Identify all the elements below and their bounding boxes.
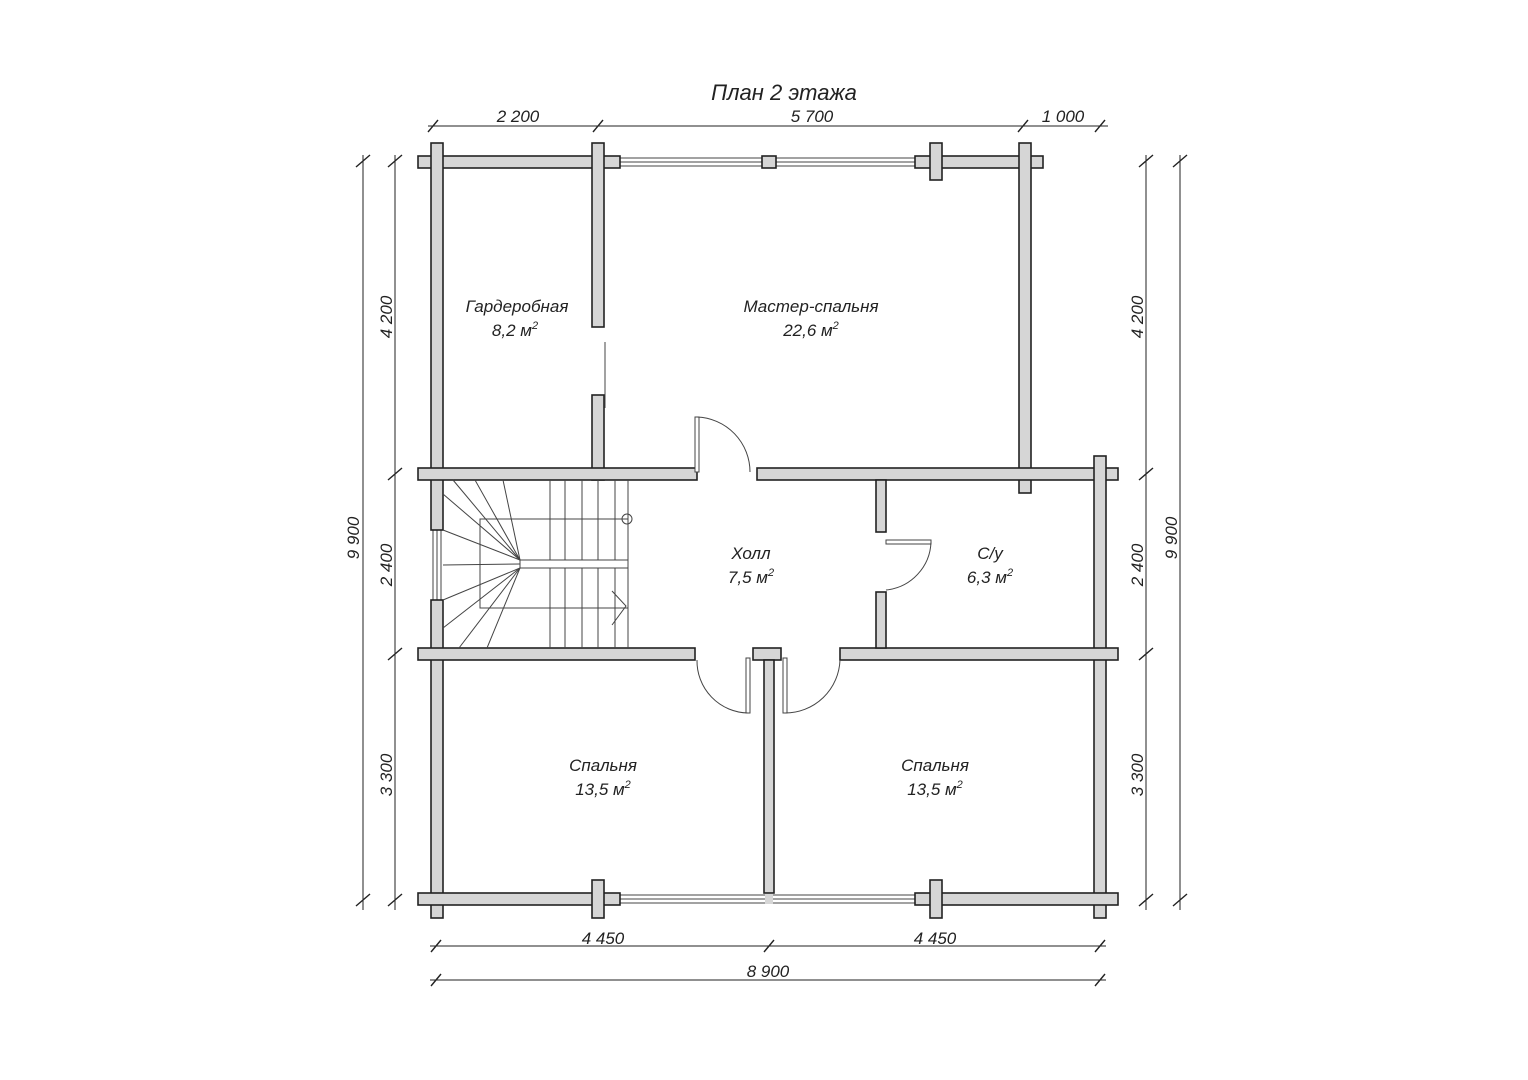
- room-label-wardrobe: Гардеробная 8,2 м2: [466, 297, 569, 340]
- dim-right-1: 4 200: [1128, 295, 1147, 338]
- room-name: Спальня: [569, 756, 637, 775]
- svg-text:13,5 м2: 13,5 м2: [575, 779, 631, 799]
- room-name: Гардеробная: [466, 297, 569, 316]
- walls: [417, 142, 1119, 919]
- dim-left-3: 3 300: [377, 753, 396, 796]
- room-label-bedroom-left: Спальня 13,5 м2: [569, 756, 637, 799]
- dimension-lines: [355, 119, 1188, 987]
- room-label-bedroom-right: Спальня 13,5 м2: [901, 756, 969, 799]
- room-label-hall: Холл 7,5 м2: [728, 544, 774, 587]
- dim-left-1: 4 200: [377, 295, 396, 338]
- dim-bottom-total: 8 900: [747, 962, 790, 981]
- svg-text:8,2 м2: 8,2 м2: [492, 320, 538, 340]
- dim-right-3: 3 300: [1128, 753, 1147, 796]
- dim-left-total: 9 900: [344, 516, 363, 559]
- room-name: Спальня: [901, 756, 969, 775]
- dim-left-2: 2 400: [377, 543, 396, 587]
- windows: [432, 155, 916, 904]
- svg-text:13,5 м2: 13,5 м2: [907, 779, 963, 799]
- room-name: С/у: [977, 544, 1004, 563]
- room-name: Холл: [730, 544, 771, 563]
- room-area: 7,5 м: [728, 568, 768, 587]
- room-name: Мастер-спальня: [743, 297, 878, 316]
- staircase: [442, 479, 633, 649]
- dim-top-1: 2 200: [496, 107, 540, 126]
- room-label-master-bedroom: Мастер-спальня 22,6 м2: [743, 297, 878, 340]
- dim-top-3: 1 000: [1042, 107, 1085, 126]
- dim-bottom-1: 4 450: [582, 929, 625, 948]
- room-area: 22,6 м: [782, 321, 833, 340]
- doors: [604, 342, 932, 714]
- dim-top-2: 5 700: [791, 107, 834, 126]
- dim-right-total: 9 900: [1162, 516, 1181, 559]
- plan-title: План 2 этажа: [711, 80, 857, 105]
- room-label-bathroom: С/у 6,3 м2: [967, 544, 1013, 587]
- svg-text:22,6 м2: 22,6 м2: [782, 320, 839, 340]
- room-area: 8,2 м: [492, 321, 532, 340]
- dim-bottom-2: 4 450: [914, 929, 957, 948]
- room-area: 13,5 м: [575, 780, 625, 799]
- svg-text:7,5 м2: 7,5 м2: [728, 567, 774, 587]
- room-area: 13,5 м: [907, 780, 957, 799]
- dim-right-2: 2 400: [1128, 543, 1147, 587]
- svg-text:6,3 м2: 6,3 м2: [967, 567, 1013, 587]
- room-area: 6,3 м: [967, 568, 1007, 587]
